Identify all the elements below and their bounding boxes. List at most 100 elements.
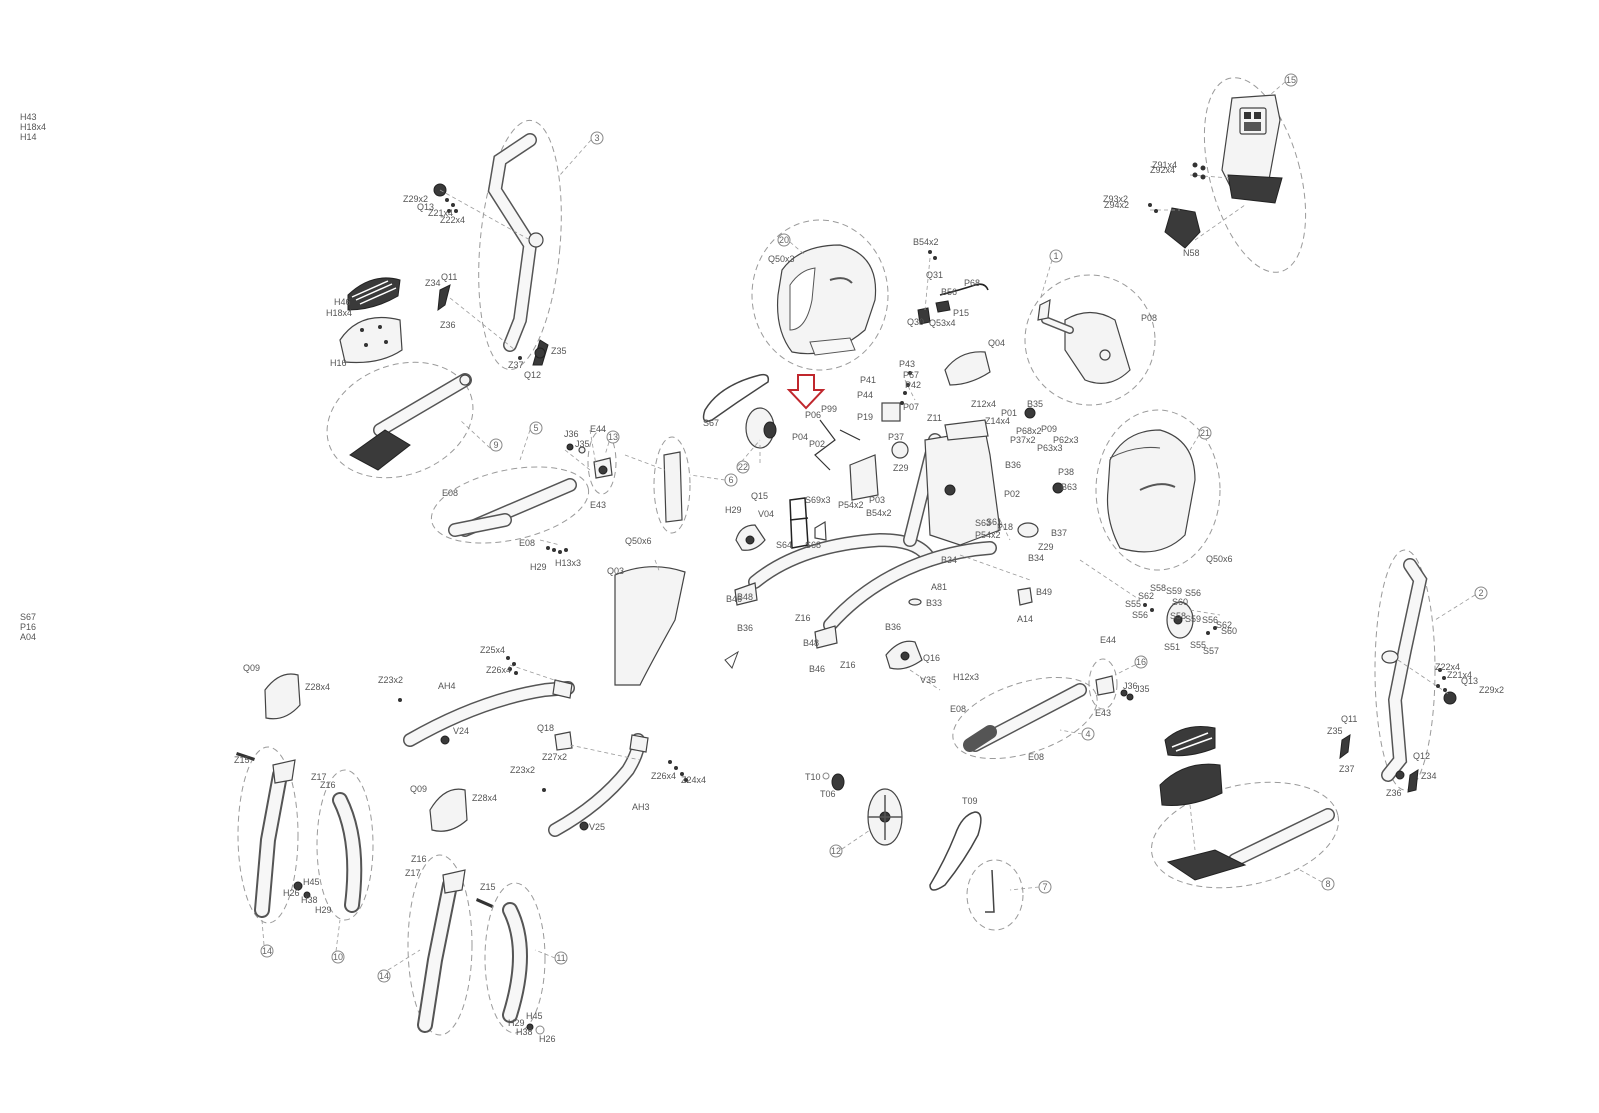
part-label: S62 [1138,591,1154,601]
part-label: AH3 [632,802,650,812]
group-number-circles: 15 3 1 20 21 5 13 6 9 22 14 10 14 11 16 … [260,73,1488,983]
right-crank-assembly [1088,658,1134,710]
part-label: H45 [303,877,320,887]
part-label: S68 [805,540,821,550]
part-label: S51 [1164,642,1180,652]
part-label: P63x3 [1037,443,1063,453]
left-link-assembly [430,449,591,554]
part-label: S62 [1216,620,1232,630]
part-label: S69x3 [805,495,831,505]
group-number: 10 [333,952,343,962]
part-label: P37x2 [1010,435,1036,445]
part-label: B48 [803,638,819,648]
part-label: Z29 [1038,542,1054,552]
part-label: H29 [530,562,547,572]
part-label: P08 [1141,313,1157,323]
group-number: 14 [262,946,272,956]
part-label: Q13 [417,202,434,212]
part-label: S60 [1221,626,1237,636]
part-label: P04 [792,432,808,442]
part-label: Z36 [1386,788,1402,798]
group-number: 21 [1200,428,1210,438]
part-label: B54x2 [913,237,939,247]
part-label: Z94x2 [1104,200,1129,210]
part-label: P62x3 [1053,435,1079,445]
lower-rails [398,656,688,837]
right-shroud-assembly [1024,407,1221,571]
part-label: P03 [869,495,885,505]
part-label: P37 [888,432,904,442]
part-label: H29 [508,1018,525,1028]
part-label: Q15 [751,491,768,501]
right-handlebar-assembly [1339,549,1457,793]
part-label: B35 [1027,399,1043,409]
part-label: B46 [726,594,742,604]
part-label: S59 [1166,586,1182,596]
part-label: Z92x4 [1150,165,1175,175]
part-label: E43 [1095,708,1111,718]
part-label: B56 [941,287,957,297]
part-label: Z36 [440,320,456,330]
group-number: 2 [1478,588,1483,598]
part-label: E08 [519,538,535,548]
part-label: Z34 [425,278,441,288]
part-label: Q09 [410,784,427,794]
part-label: A04 [20,632,36,642]
part-label: J36 [1123,681,1138,691]
part-label: B36 [737,623,753,633]
part-label: S55 [1190,640,1206,650]
part-label: P15 [953,308,969,318]
part-label: Z16 [411,854,427,864]
part-label: S56 [1202,615,1218,625]
part-label: Q18 [537,723,554,733]
part-label: V24 [453,726,469,736]
left-pedal-arm-assembly [326,361,474,479]
group-number: 8 [1325,879,1330,889]
part-label: B46 [809,664,825,674]
part-label: H26 [539,1034,556,1044]
group-number: 11 [556,953,565,963]
part-label: H13x3 [555,558,581,568]
group-number: 14 [379,971,389,981]
part-label: Z37 [1339,764,1355,774]
part-label: Q03 [607,566,624,576]
left-shroud-assembly [751,219,889,371]
part-label: V04 [758,509,774,519]
part-label: S55 [1125,599,1141,609]
part-label: V35 [920,675,936,685]
part-label: S58 [1170,611,1186,621]
part-label: Z28x4 [305,682,330,692]
part-label: N58 [1183,248,1200,258]
part-label: Q04 [988,338,1005,348]
part-label: Z22x4 [440,215,465,225]
part-label: S64 [776,540,792,550]
main-frame [734,419,1039,649]
part-label: Q50x6 [1206,554,1233,564]
part-label: Z35 [551,346,567,356]
part-label: P19 [857,412,873,422]
part-label: Z26x4 [486,665,511,675]
part-label: S61 [986,517,1002,527]
part-label: Q30 [907,317,924,327]
upper-electronics-parts [814,250,991,501]
part-label: A14 [1017,614,1033,624]
part-label: Z21x4 [428,208,453,218]
part-label: P44 [857,390,873,400]
part-label: P68x2 [1016,426,1042,436]
part-label: Z34 [1421,771,1437,781]
part-label: P42 [905,380,921,390]
part-label: Z14x4 [985,416,1010,426]
part-label: H16 [330,358,347,368]
part-label: B37 [1051,528,1067,538]
part-label: P02 [809,439,825,449]
part-label: E44 [590,424,606,434]
part-label: Z15 [234,755,250,765]
part-label: Q12 [1413,751,1430,761]
flywheel-assembly [1079,559,1221,639]
part-label: P54x2 [838,500,864,510]
part-label: Q11 [1341,714,1357,724]
part-label: Q13 [1461,676,1478,686]
part-label: Z24x4 [681,775,706,785]
part-label: B33 [926,598,942,608]
